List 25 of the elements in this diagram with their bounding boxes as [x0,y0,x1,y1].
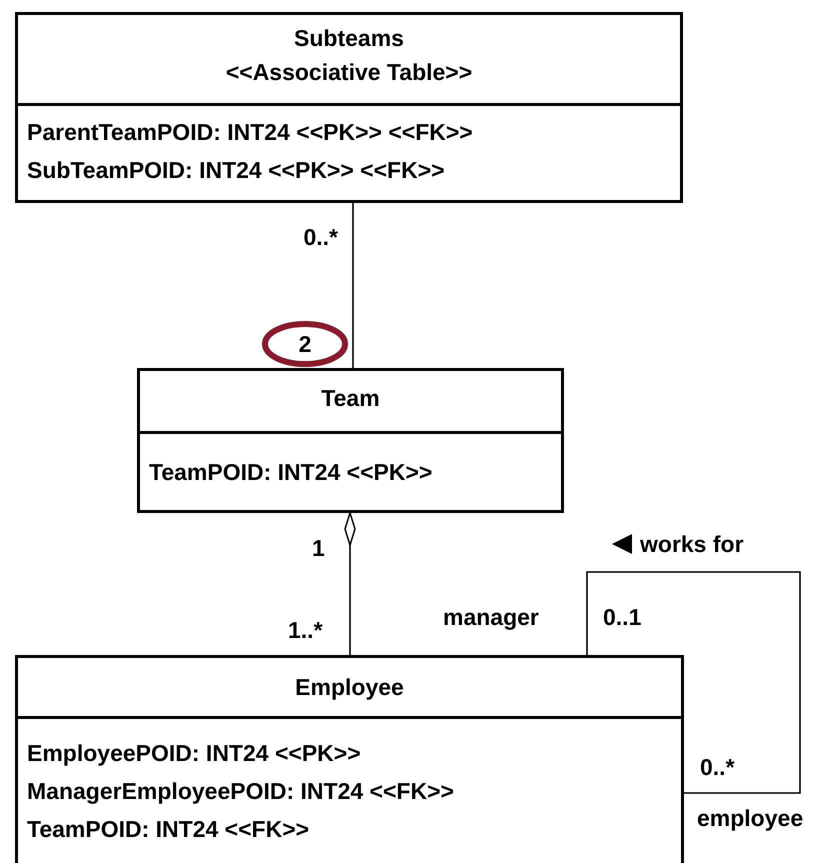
role-name: employee [697,804,804,832]
class-box [137,368,564,513]
multiplicity: 0..1 [603,603,642,631]
callout-ellipse [262,321,348,367]
attribute: TeamPOID: INT24 <<FK>> [27,815,310,844]
attribute: SubTeamPOID: INT24 <<PK>> <<FK>> [27,156,445,185]
association-line [352,203,354,368]
association-line [586,571,801,794]
attribute: TeamPOID: INT24 <<PK>> [149,458,432,487]
multiplicity: 1..* [288,616,324,644]
attribute: ManagerEmployeePOID: INT24 <<FK>> [27,777,454,806]
stereotype: <<Associative Table>> [224,58,474,87]
attribute: ParentTeamPOID: INT24 <<PK>> <<FK>> [27,118,473,147]
class-name: Team [320,384,381,413]
class-box [15,655,684,863]
class-box [15,12,683,203]
attribute: EmployeePOID: INT24 <<PK>> [27,739,361,768]
multiplicity: 0..* [700,753,736,781]
class-name: Subteams [293,24,405,53]
multiplicity: 1 [312,534,326,562]
aggregation-line [344,512,356,655]
role-name: manager [443,603,540,631]
multiplicity: 0..* [302,223,338,251]
callout-number: 2 [298,330,312,359]
class-name: Employee [294,673,405,702]
